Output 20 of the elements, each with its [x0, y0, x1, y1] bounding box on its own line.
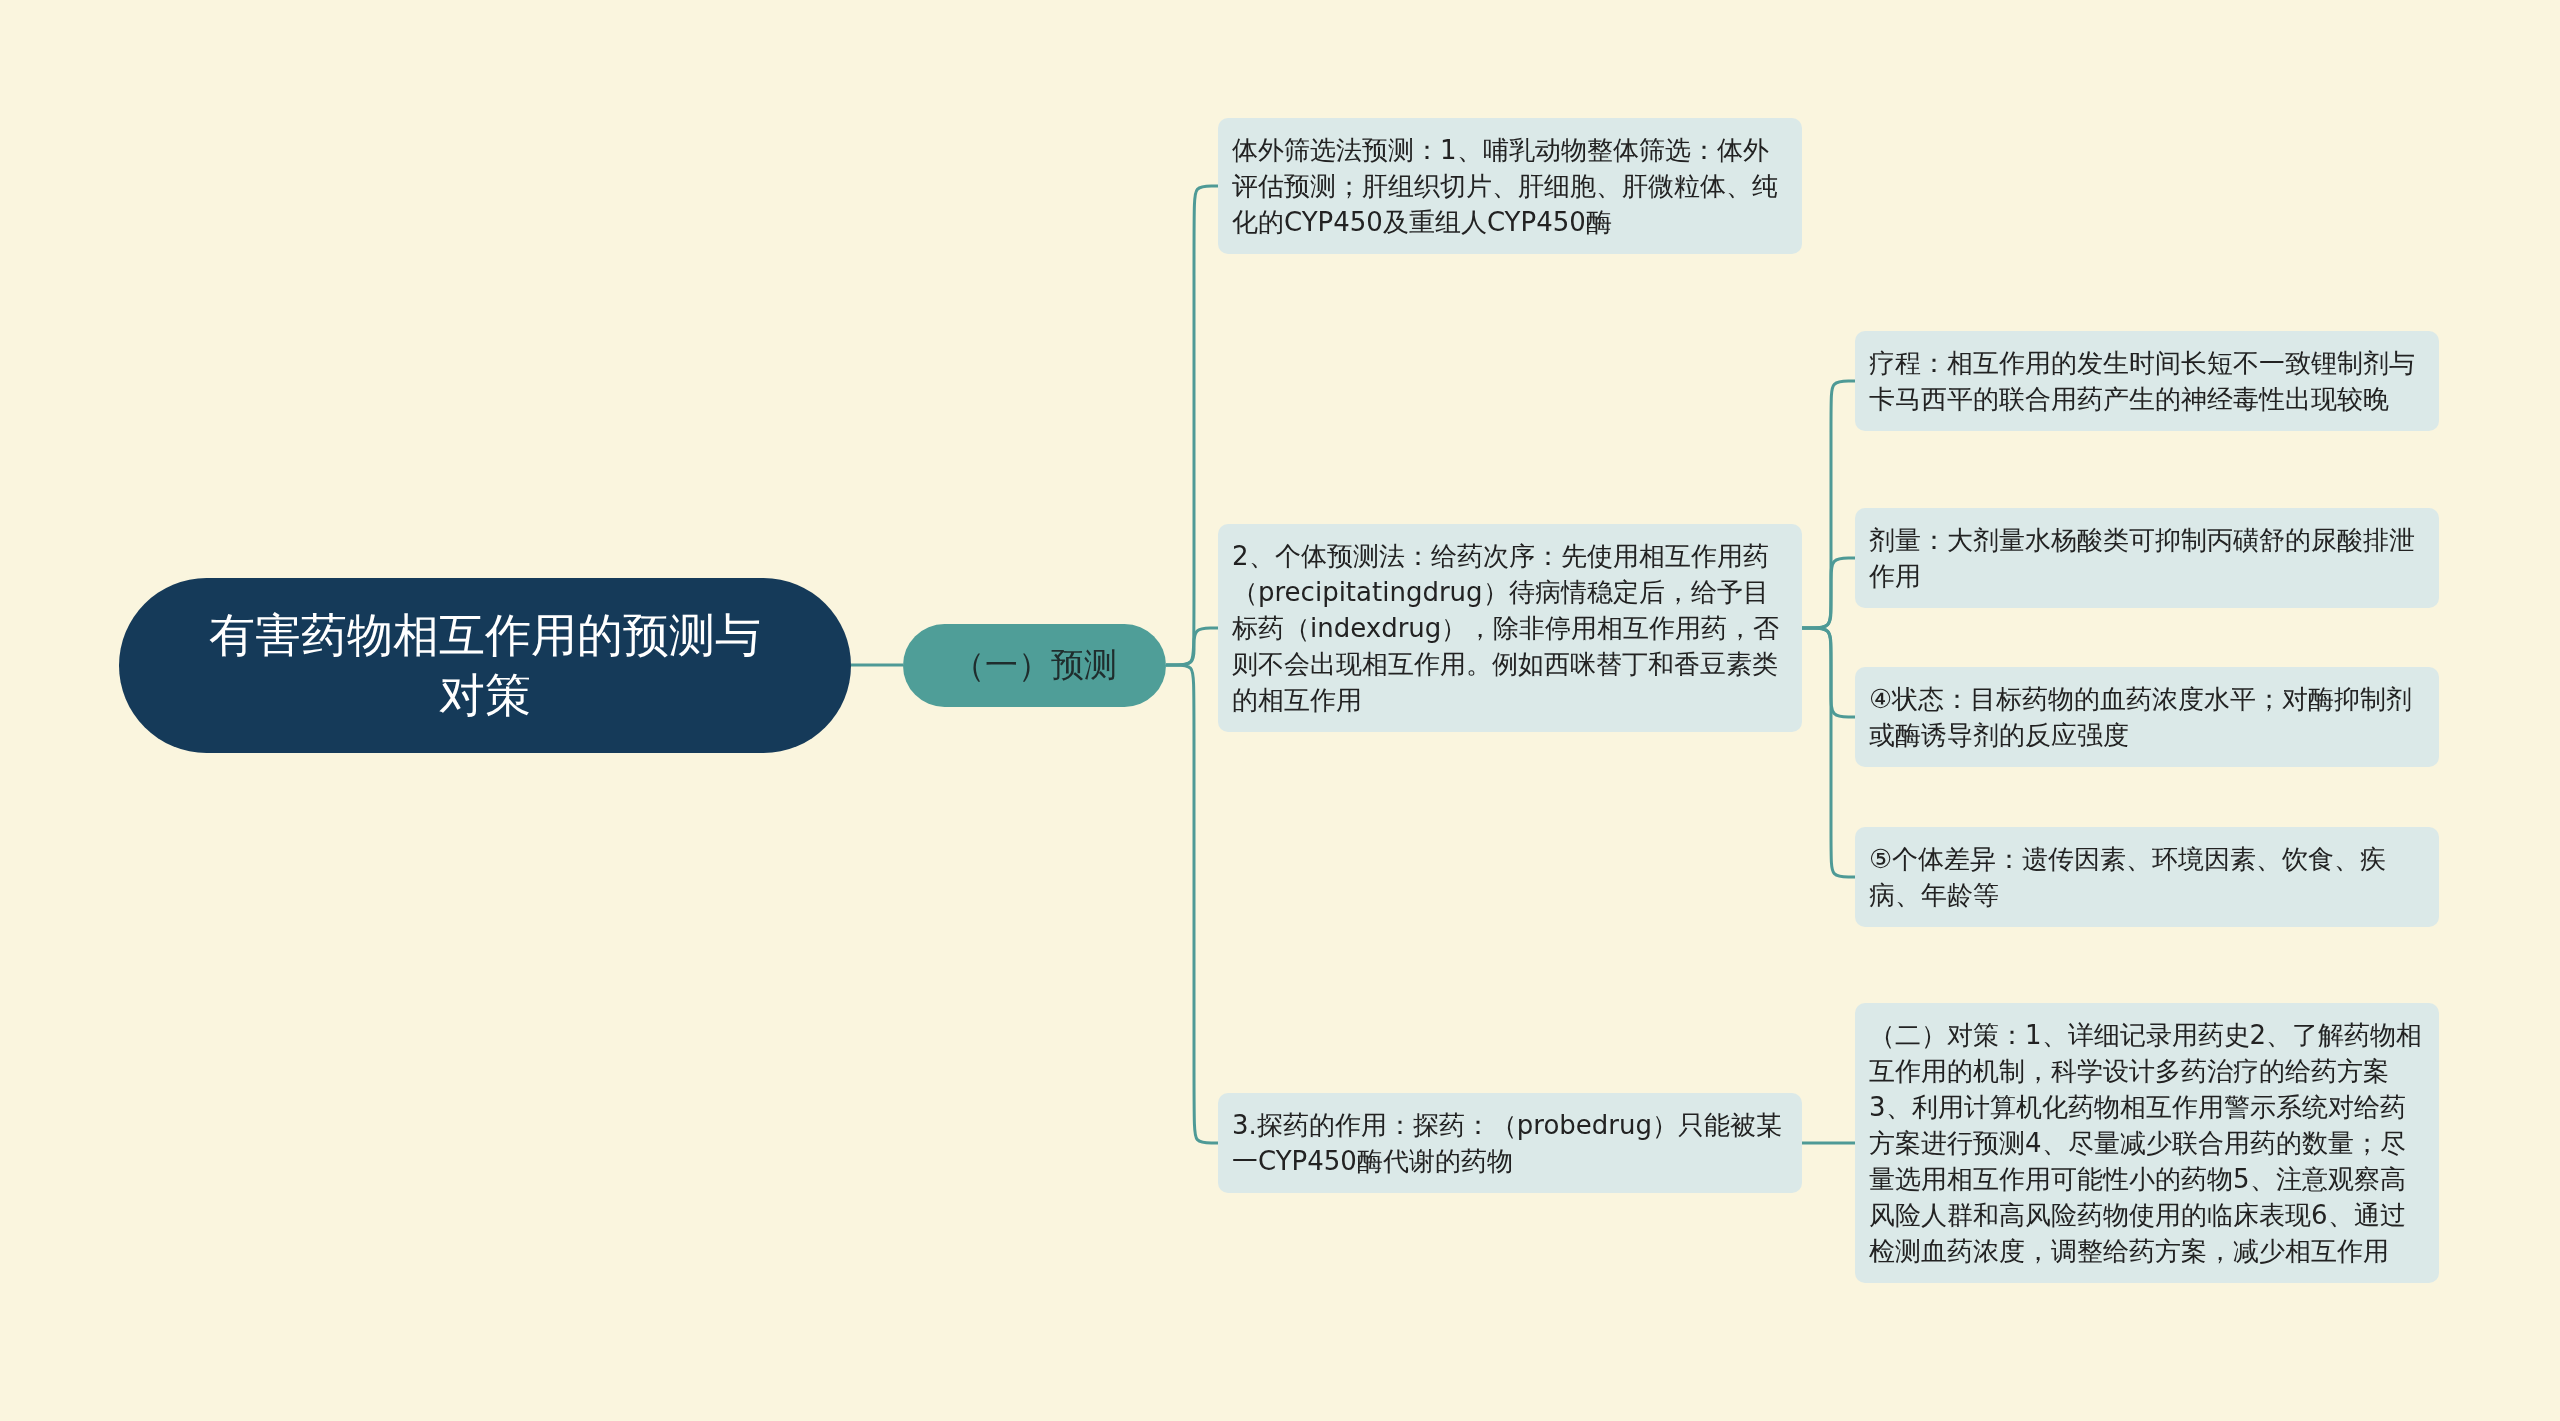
topic-text: ⑤个体差异：遗传因素、环境因素、饮食、疾病、年龄等: [1869, 844, 2387, 910]
topic-text: 剂量：大剂量水杨酸类可抑制丙磺舒的尿酸排泄作用: [1869, 525, 2415, 591]
subtopic-box: [1218, 118, 1802, 254]
topic-text: （二）对策：1、详细记录用药史2、了解药物相互作用的机制，科学设计多药治疗的给药方案3、利用计算机化药物相互作用警示系统对给药方案进行预测4、尽量减少联合用药的数量；尽量选用相互作用可能性小的药物5、注意观察高风险人群和高风险药物使用的临床表现6、通过检测血药浓度，调整给药方案，减少相互作用: [1869, 1020, 2423, 1266]
subtopic-box: [1855, 667, 2439, 767]
topic-text: （一）预测: [952, 643, 1117, 686]
subtopic-box: [1855, 827, 2439, 927]
subtopic-box: [1855, 331, 2439, 431]
topic-text: 体外筛选法预测：1、哺乳动物整体筛选：体外评估预测；肝组织切片、肝细胞、肝微粒体、纯化的CYP450及重组人CYP450酶: [1232, 135, 1778, 237]
subtopic-box: [1855, 508, 2439, 608]
topic-text: 疗程：相互作用的发生时间长短不一致锂制剂与卡马西平的联合用药产生的神经毒性出现较晚: [1869, 348, 2415, 414]
connector-line: [1802, 1141, 1855, 1145]
topic-text: 有害药物相互作用的预测与对策: [208, 607, 762, 724]
topic-text: ④状态：目标药物的血药浓度水平；对酶抑制剂或酶诱导剂的反应强度: [1869, 684, 2413, 750]
topic-text: 2、个体预测法：给药次序：先使用相互作用药（precipitatingdrug）待病情稳定后，给予目标药（indexdrug），除非停用相互作用药，否则不会出现相互作用。例如西咪替丁和香豆素类的相互作用: [1232, 541, 1780, 715]
subtopic-box: [1218, 524, 1802, 732]
subtopic-box: [1855, 1003, 2439, 1283]
topic-text: 3.探药的作用：探药：（probedrug）只能被某一CYP450酶代谢的药物: [1232, 1110, 1782, 1176]
subtopic-box: [1218, 1093, 1802, 1193]
connector-line: [851, 663, 903, 667]
